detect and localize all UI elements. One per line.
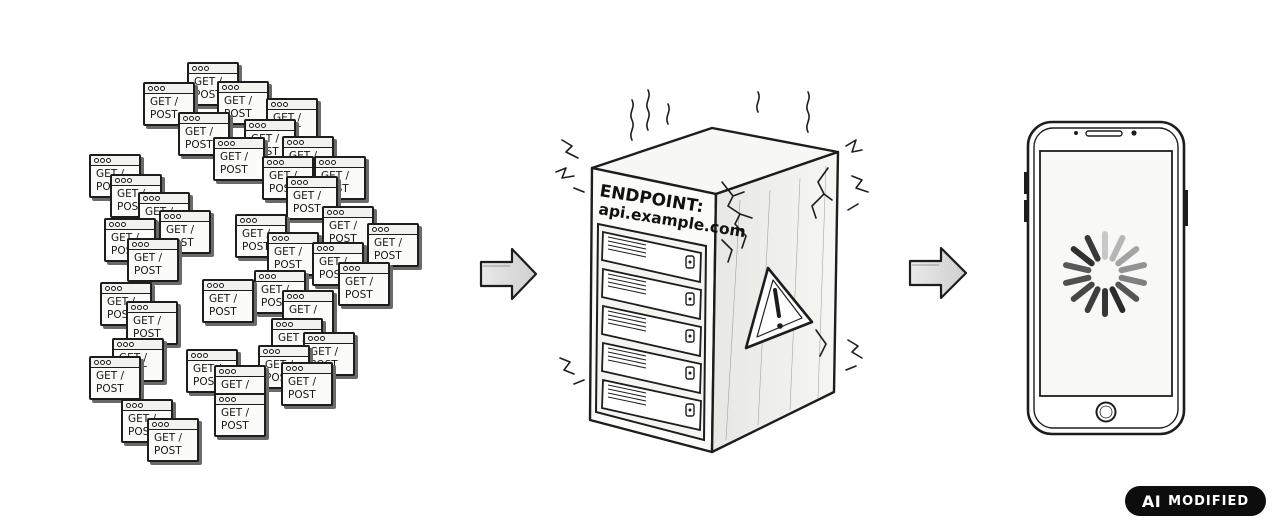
request-method-label: GET / POST — [242, 228, 270, 253]
window-title-bar — [324, 208, 372, 218]
server-title: ENDPOINT: — [598, 181, 705, 217]
request-method-label: GET / POST — [209, 293, 238, 318]
request-method-label: GET / POST — [345, 276, 374, 301]
window-title-bar — [161, 212, 209, 222]
request-window-icon: GET / POST — [367, 223, 419, 267]
window-title-bar — [129, 240, 177, 250]
request-method-label: GET / POST — [220, 151, 249, 176]
request-method-label: GET / POST — [96, 370, 125, 395]
window-title-bar — [237, 216, 285, 226]
request-method-label: GET / POST — [224, 95, 253, 120]
window-title-bar — [102, 284, 150, 294]
spinner-segment — [1063, 274, 1092, 286]
badge-modified-label: MODIFIED — [1168, 493, 1250, 509]
window-title-bar — [246, 121, 294, 131]
spinner-segment — [1118, 262, 1147, 274]
window-title-bar — [305, 334, 353, 344]
window-title-bar — [91, 156, 139, 166]
request-method-label: GET / POST — [134, 252, 163, 277]
window-title-bar — [260, 347, 308, 357]
ai-modified-badge: AI MODIFIED — [1125, 486, 1266, 516]
arrow-right-icon — [479, 247, 538, 301]
window-title-bar — [256, 272, 304, 282]
rack-unit — [601, 267, 702, 321]
window-title-bar — [149, 420, 197, 430]
window-title-bar — [273, 320, 321, 330]
request-method-label: GET / POST — [150, 96, 179, 121]
window-title-bar — [204, 281, 252, 291]
rack-frame — [594, 222, 708, 442]
window-title-bar — [112, 176, 160, 186]
window-title-bar — [215, 139, 263, 149]
window-title-bar — [264, 158, 312, 168]
spinner-segment — [1115, 246, 1140, 267]
request-method-label: GET / POST — [288, 376, 317, 401]
window-title-bar — [284, 138, 332, 148]
rack-unit — [601, 230, 702, 284]
window-title-bar — [283, 364, 331, 374]
window-title-bar — [188, 351, 236, 361]
spinner-segment — [1063, 262, 1092, 274]
window-title-bar — [314, 244, 362, 254]
window-title-bar — [114, 340, 162, 350]
rack-unit — [601, 378, 702, 432]
request-window-icon: GET / POST — [213, 137, 265, 181]
request-method-label: GET / POST — [185, 126, 214, 151]
request-window-icon: GET / POST — [89, 356, 141, 400]
window-title-bar — [180, 114, 228, 124]
window-title-bar — [140, 194, 188, 204]
window-title-bar — [288, 178, 336, 188]
request-window-icon: GET / POST — [187, 62, 239, 106]
window-title-bar — [123, 401, 171, 411]
window-title-bar — [369, 225, 417, 235]
badge-ai-label: AI — [1141, 491, 1162, 511]
spinner-segment — [1084, 286, 1101, 313]
request-method-label: GET / POST — [293, 190, 322, 215]
request-method-label: GET / POST — [154, 432, 183, 457]
spinner-segment — [1115, 281, 1140, 302]
request-window-icon: GET / POST — [126, 301, 178, 345]
window-title-bar — [284, 292, 332, 302]
window-title-bar — [268, 100, 316, 110]
request-window-icon: GET / POST — [147, 418, 199, 462]
arrow-right-icon — [908, 246, 968, 300]
request-window-icon: GET / POST — [217, 81, 269, 125]
window-title-bar — [340, 264, 388, 274]
rack-unit — [601, 341, 702, 395]
request-window-icon: GET / POST — [338, 262, 390, 306]
spinner-segment — [1070, 281, 1095, 302]
request-window-icon: GET / POST — [202, 279, 254, 323]
server-url: api.example.com — [597, 200, 747, 241]
spinner-segment — [1109, 235, 1126, 262]
window-title-bar — [145, 84, 193, 94]
spinner-segment — [1109, 286, 1126, 313]
request-method-label: GET / POST — [329, 220, 358, 245]
window-title-bar — [128, 303, 176, 313]
request-method-label: GET / POST — [374, 237, 403, 262]
spinner-segment — [1070, 246, 1095, 267]
request-method-label: GET / POST — [133, 315, 162, 340]
window-title-bar — [189, 64, 237, 74]
window-title-bar — [216, 395, 264, 405]
rack-units — [594, 222, 708, 442]
spinner-segment — [1118, 274, 1147, 286]
window-title-bar — [106, 220, 154, 230]
spinner-segment — [1084, 235, 1101, 262]
server-rack-icon: ENDPOINT: api.example.com — [555, 89, 869, 454]
loading-spinner-icon — [1063, 231, 1147, 317]
window-title-bar — [91, 358, 139, 368]
request-window-icon: GET / POST — [281, 362, 333, 406]
window-title-bar — [216, 367, 264, 377]
rack-unit — [601, 304, 702, 358]
request-window-icon: GET / POST — [127, 238, 179, 282]
request-window-icon: GET / POST — [214, 393, 266, 437]
smartphone-icon — [1024, 120, 1188, 436]
warning-icon — [744, 266, 814, 350]
request-method-label: GET / POST — [274, 246, 303, 271]
window-title-bar — [316, 158, 364, 168]
request-method-label: GET / POST — [221, 407, 250, 432]
window-title-bar — [219, 83, 267, 93]
window-title-bar — [269, 234, 317, 244]
